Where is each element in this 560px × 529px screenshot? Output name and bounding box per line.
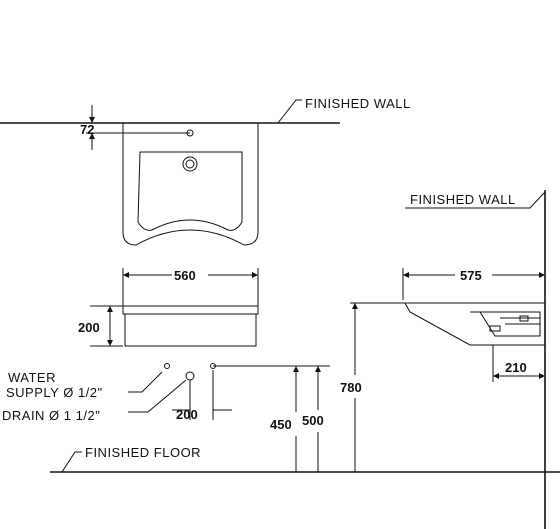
dim-rim-height: 780 [340,380,362,395]
finished-wall-label-top: FINISHED WALL [305,96,411,111]
top-view: FINISHED WALL 72 [0,96,411,246]
dim-side-depth: 575 [460,268,482,283]
basin-profile-side [404,302,545,346]
dim-side-bracket: 210 [505,360,527,375]
drain-hole-inner [185,159,195,169]
supply-leader [128,371,163,393]
front-view: 560 200 200 WATER SUPPLY Ø 1/2" DRAIN Ø … [2,268,330,472]
tap-hole [186,129,194,137]
drain-leader [128,379,187,413]
dim-drain-height: 500 [302,413,324,428]
basin-outline-top [122,123,259,246]
wall-leader-top [277,99,302,124]
water-supply-point [164,363,170,369]
basin-body-front [124,314,257,347]
dim-drain-offset: 200 [176,407,198,422]
drain-hole-outer [182,156,198,172]
wall-leader-side [405,191,546,209]
floor: FINISHED FLOOR [50,445,560,473]
floor-leader [61,451,82,473]
water-supply-label-1: WATER [8,370,56,385]
drain-point [185,371,195,381]
basin-bowl-top [137,151,243,231]
side-view: FINISHED WALL 575 210 780 [340,190,546,529]
dim-front-height: 200 [78,320,100,335]
finished-wall-label-side: FINISHED WALL [410,192,516,207]
dim-front-width: 560 [174,268,196,283]
basin-rim-front [122,305,259,315]
finished-floor-label: FINISHED FLOOR [85,445,201,460]
dim-supply-height: 450 [270,417,292,432]
water-supply-label-2: SUPPLY Ø 1/2" [6,385,103,400]
dim-top-offset: 72 [80,122,94,137]
drain-label: DRAIN Ø 1 1/2" [2,408,100,423]
